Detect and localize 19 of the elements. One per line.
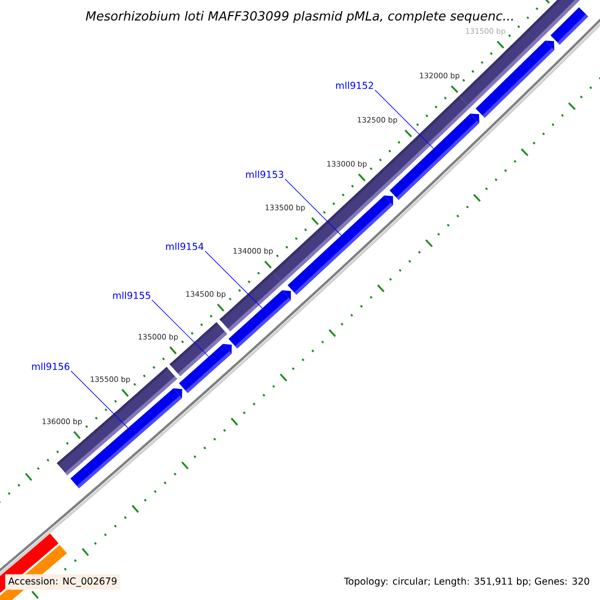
gene-label: mll9153	[246, 170, 284, 178]
leader-line	[204, 250, 263, 309]
gene-label: mll9154	[166, 242, 204, 250]
gene-label: mll9152	[336, 82, 374, 89]
gene-label: mll9156	[32, 362, 70, 370]
leader-line	[284, 178, 342, 236]
leader-line	[152, 300, 210, 358]
gene-block	[70, 388, 182, 488]
summary-label: Topology: circular; Length: 351,911 bp; Genes: 320	[344, 577, 590, 587]
gene-label: mll9155	[113, 292, 150, 299]
gene-block	[228, 290, 291, 349]
title: Mesorhizobium loti MAFF303099 plasmid pMLa, complete sequenc...	[86, 10, 513, 24]
leader-line	[374, 90, 434, 149]
gene-block	[179, 344, 232, 393]
gene-block	[390, 114, 480, 200]
accession-label: Accession: NC_002679	[5, 574, 120, 590]
leader-line	[70, 370, 128, 428]
gene-block	[476, 40, 554, 118]
gene-block	[550, 7, 588, 45]
